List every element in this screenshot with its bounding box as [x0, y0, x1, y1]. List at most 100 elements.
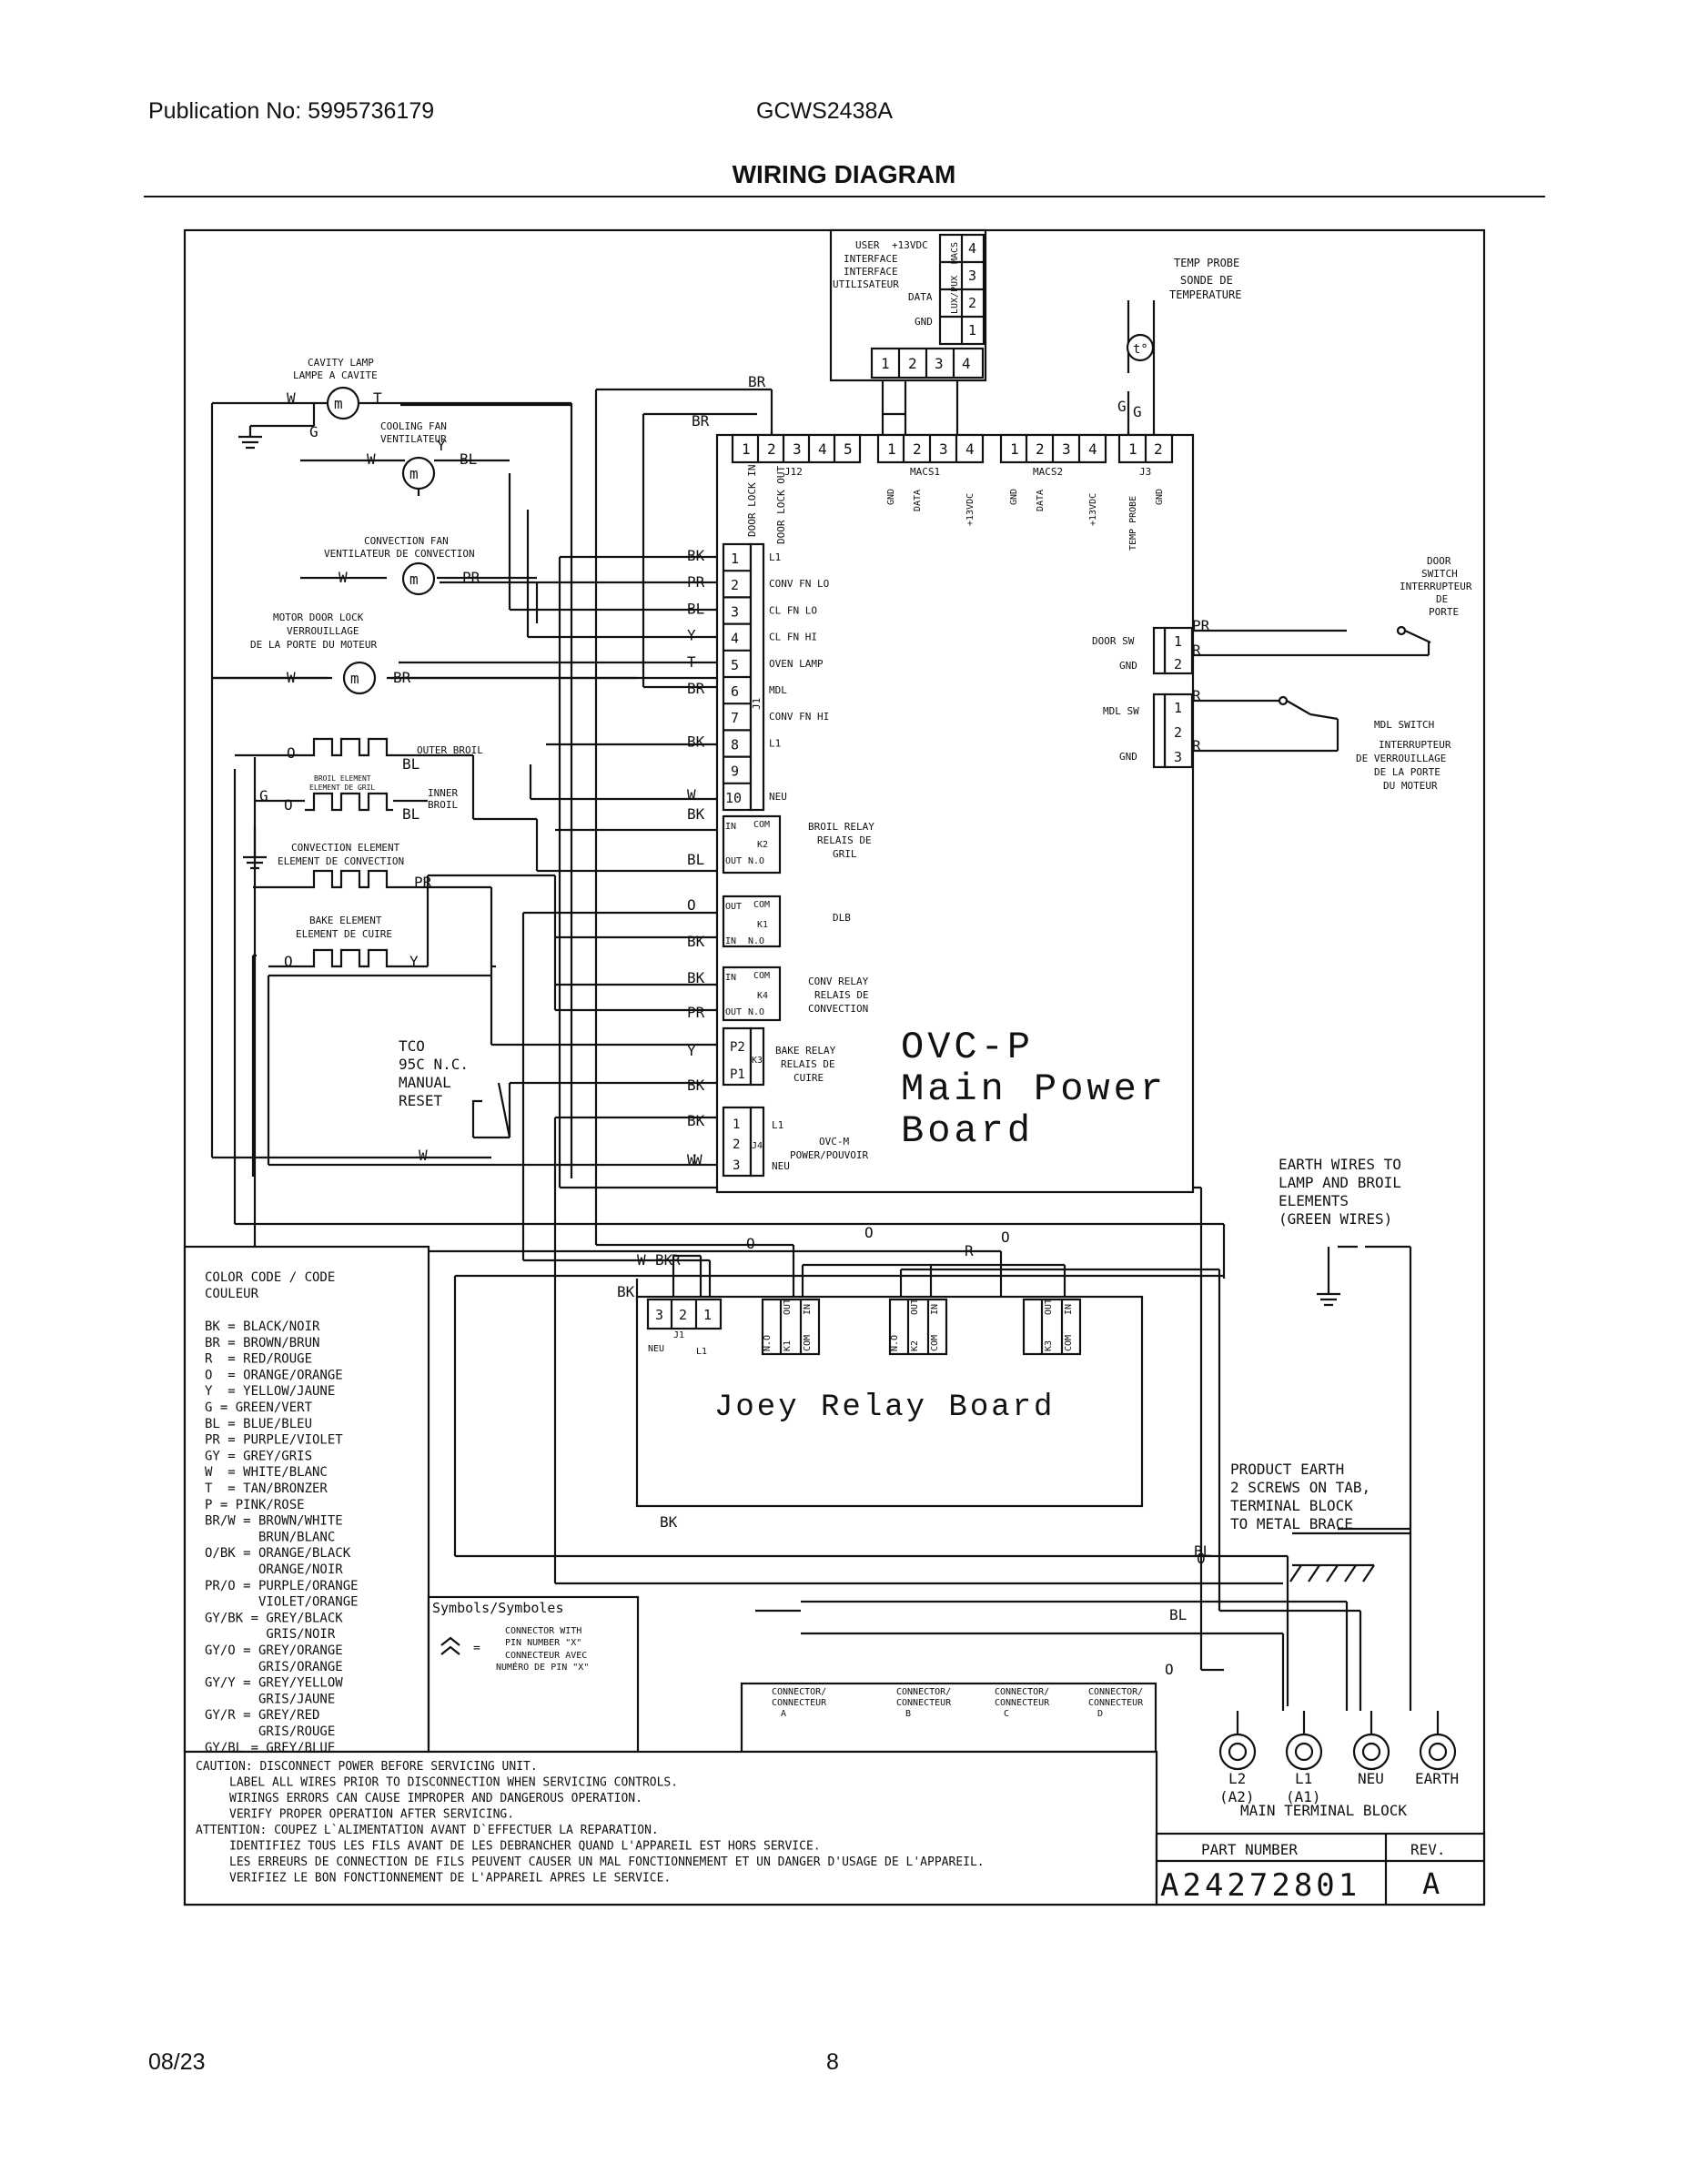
- ui-pin-macs: MACS: [950, 242, 960, 264]
- door-switch-4: DE: [1436, 593, 1448, 605]
- svg-text:t°: t°: [1133, 342, 1148, 357]
- ground-icon-2: [243, 846, 267, 870]
- wire-color: BL: [1169, 1606, 1187, 1623]
- j1-pin-number: 3: [731, 603, 739, 620]
- color-code-title: COULEUR: [205, 1287, 259, 1301]
- product-earth-4: TO METAL BRACE: [1230, 1515, 1353, 1532]
- relay-name: J4: [752, 1141, 763, 1151]
- terminal-label: L2: [1228, 1770, 1246, 1787]
- part-number-block: PART NUMBER REV. A24272801 A: [1155, 1832, 1486, 1906]
- macs1-pin-data: DATA: [913, 490, 923, 511]
- j7-door-sw: DOOR SW: [1092, 635, 1135, 647]
- svg-text:m: m: [409, 571, 419, 588]
- symbols-title: Symbols/Symboles: [432, 1600, 564, 1616]
- convection-fan-2: VENTILATEUR DE CONVECTION: [324, 548, 475, 560]
- motor-door-lock-1: MOTOR DOOR LOCK: [273, 612, 364, 623]
- ui-label-4: UTILISATEUR: [833, 278, 899, 290]
- relay-wire-color: BK: [687, 805, 705, 823]
- temp-probe-label-2: SONDE DE: [1180, 274, 1233, 287]
- macs2-label: MACS2: [1033, 466, 1063, 478]
- relay-board-pin: K3: [1044, 1340, 1054, 1351]
- color-code-entry: PR/O = PURPLE/ORANGE: [205, 1579, 359, 1593]
- connector-label: CONNECTEUR: [772, 1698, 827, 1708]
- relay-wire-color: PR: [687, 1004, 705, 1021]
- wire-color: R: [1192, 687, 1201, 704]
- svg-text:3: 3: [1062, 440, 1071, 458]
- j1-label: J1: [751, 698, 763, 710]
- j4-caption-1: OVC-M: [819, 1136, 849, 1148]
- ui-label-1: USER: [855, 239, 880, 251]
- k4-caption-3: CONVECTION: [808, 1003, 868, 1015]
- j1-pin-number: 6: [731, 683, 739, 700]
- macs2-pin-13v: +13VDC: [1088, 493, 1098, 526]
- relay-wire-color: BK: [687, 1077, 705, 1094]
- relay-board-pin: COM: [803, 1335, 813, 1351]
- outer-broil-element: [305, 737, 393, 757]
- svg-text:3: 3: [793, 440, 802, 458]
- j1-pin-label: OVEN LAMP: [769, 658, 824, 670]
- j1-wire-color: BR: [687, 680, 705, 697]
- wire-color: R: [672, 1251, 681, 1269]
- svg-text:3: 3: [655, 1307, 663, 1323]
- caution-line: IDENTIFIEZ TOUS LES FILS AVANT DE LES DE…: [229, 1840, 821, 1854]
- wire-color: R: [1192, 737, 1201, 754]
- color-code-entry: GRIS/ROUGE: [205, 1724, 335, 1739]
- temp-probe-label: TEMP PROBE: [1174, 257, 1239, 269]
- color-code-entry: G = GREEN/VERT: [205, 1400, 313, 1415]
- j12-pin-out: DOOR LOCK OUT: [775, 466, 787, 544]
- symbols-text-4: NUMÉRO DE PIN "X": [496, 1661, 589, 1673]
- relay-board-pin: OUT: [1044, 1299, 1054, 1315]
- caution-line: WIRINGS ERRORS CAN CAUSE IMPROPER AND DA…: [229, 1792, 642, 1805]
- convection-element-label-1: CONVECTION ELEMENT: [291, 842, 400, 854]
- ui-pin-gnd: GND: [915, 316, 933, 328]
- wire-color: PR: [462, 569, 480, 586]
- j1-pin-label: CL FN HI: [769, 632, 817, 643]
- relay-board-pin: K1: [783, 1340, 793, 1351]
- wire-color: Y: [409, 953, 419, 970]
- inner-broil-label-1: INNER: [428, 787, 458, 799]
- wire-color: BL: [460, 450, 477, 468]
- wire-color: O: [287, 744, 296, 762]
- svg-text:1: 1: [1174, 633, 1182, 650]
- title-rule: [144, 196, 1545, 197]
- rev-value: A: [1422, 1866, 1440, 1901]
- connector-label: A: [781, 1709, 786, 1719]
- wire-color: O: [284, 796, 293, 814]
- svg-text:1: 1: [703, 1307, 712, 1323]
- color-code-entry: BR = BROWN/BRUN: [205, 1336, 319, 1350]
- broil-element-label-1: BROIL ELEMENT: [314, 774, 371, 783]
- j7-gnd: GND: [1119, 660, 1137, 672]
- color-code-entry: P = PINK/ROSE: [205, 1498, 305, 1512]
- relay-board-l1: L1: [696, 1347, 707, 1357]
- wire-color: W: [339, 569, 348, 586]
- relay-wire-color: BK: [687, 933, 705, 950]
- svg-text:1: 1: [1010, 440, 1019, 458]
- ui-pin-lux: LUX/PUX: [950, 276, 960, 314]
- connector-label: CONNECTEUR: [995, 1698, 1050, 1708]
- wire-color: O: [1165, 1661, 1174, 1678]
- earth-note-1: EARTH WIRES TO: [1279, 1156, 1401, 1173]
- ui-pin-13v: +13VDC: [892, 239, 928, 251]
- relay-board-neu: NEU: [648, 1344, 664, 1354]
- k3-caption-1: BAKE RELAY: [775, 1045, 836, 1057]
- left-components: CAVITY LAMP LAMPE A CAVITE m COOLING FAN…: [238, 357, 1375, 1582]
- motor-door-lock-3: DE LA PORTE DU MOTEUR: [250, 639, 377, 651]
- connector-label: CONNECTEUR: [1088, 1698, 1144, 1708]
- mdl-switch-contact-icon: [1278, 695, 1289, 706]
- svg-text:m: m: [350, 670, 359, 687]
- relay-board-pin: N.O: [890, 1335, 900, 1351]
- relay-wire-color: BK: [687, 969, 705, 986]
- j1-pin-label: CL FN LO: [769, 604, 817, 616]
- ground-icon-3: [1317, 1283, 1340, 1307]
- mdl-switch-1: MDL SWITCH: [1374, 719, 1434, 731]
- wire-color: O: [1197, 1550, 1206, 1567]
- color-code-entry: GY = GREY/GRIS: [205, 1449, 312, 1463]
- caution-block: CAUTION: DISCONNECT POWER BEFORE SERVICI…: [183, 1750, 1158, 1906]
- j1-wire-color: T: [687, 653, 696, 671]
- motor-door-lock-icon: [342, 661, 377, 695]
- main-board-label-1: OVC-P: [901, 1026, 1034, 1069]
- svg-text:1: 1: [887, 440, 896, 458]
